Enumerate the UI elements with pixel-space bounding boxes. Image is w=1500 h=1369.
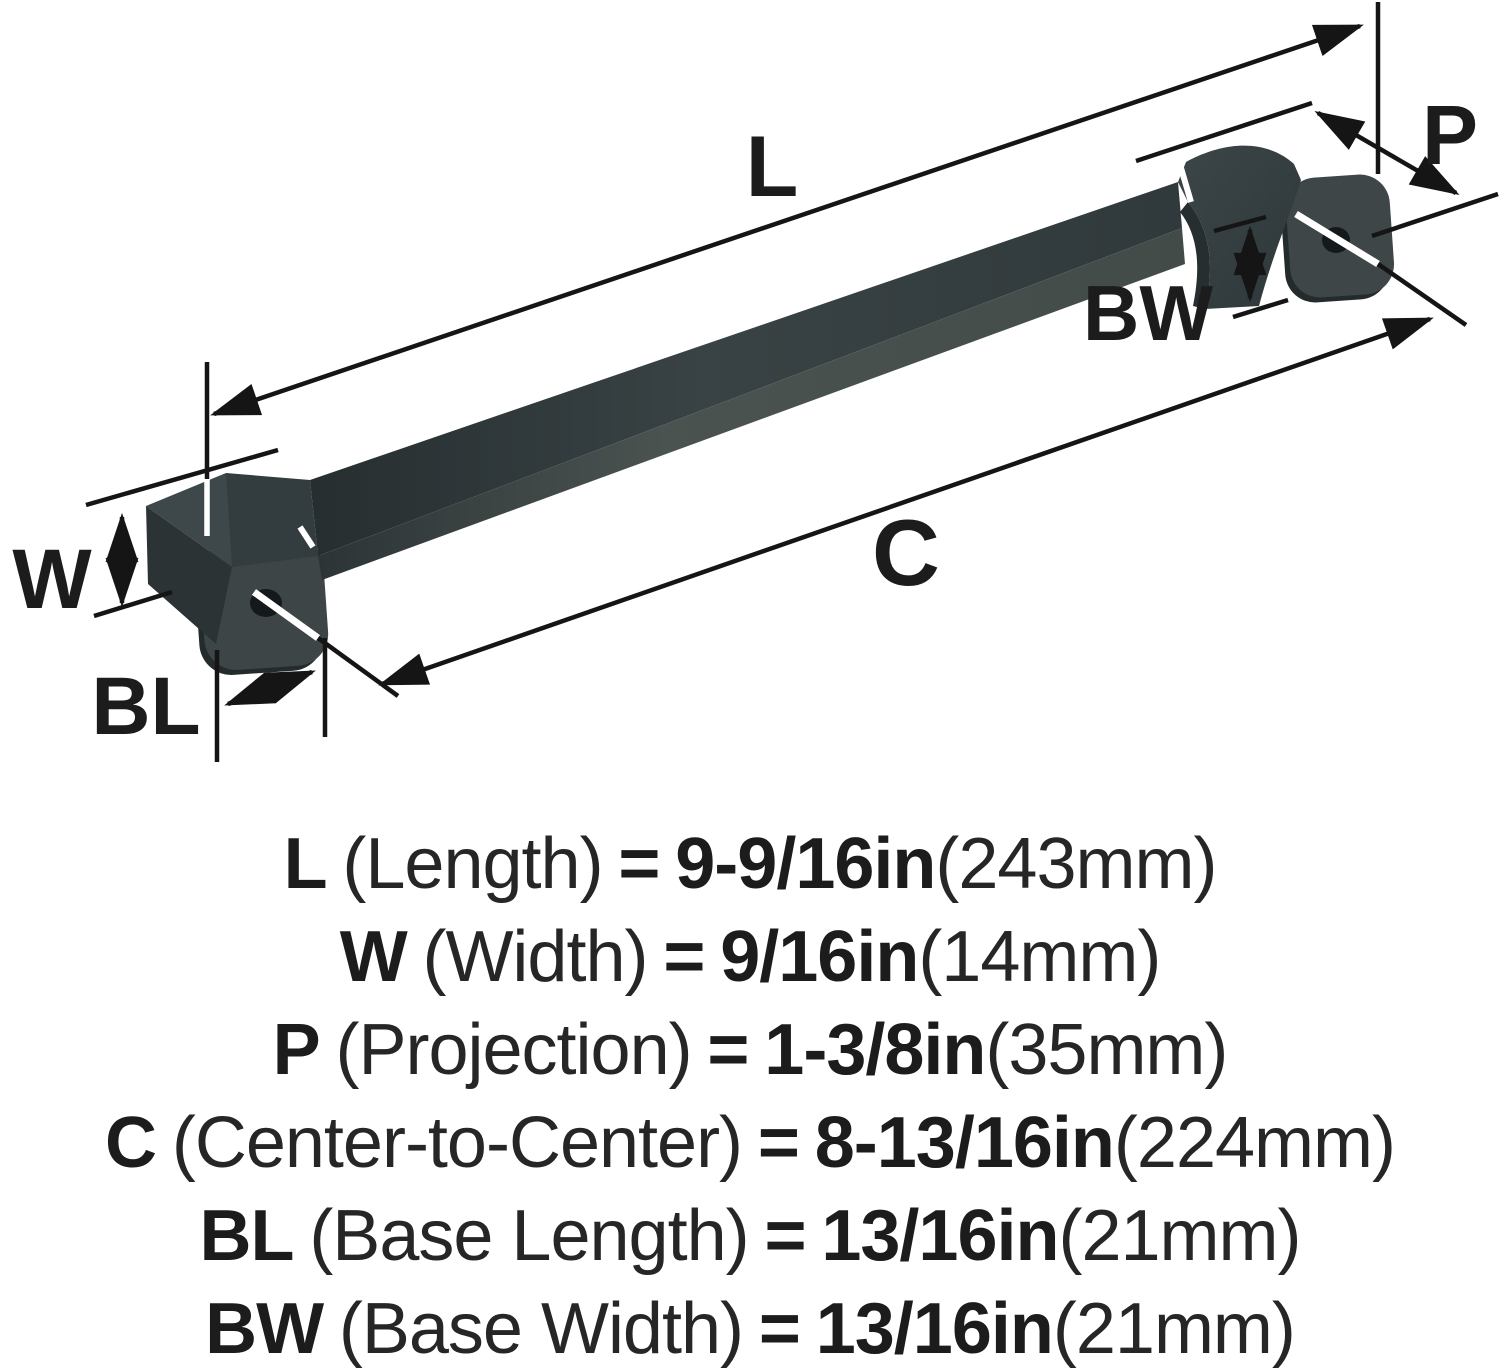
spec-row: L(Length)=9-9/16in(243mm) <box>0 818 1500 911</box>
dimension-lines <box>85 2 1499 762</box>
spec-row: P(Projection)=1-3/8in(35mm) <box>0 1004 1500 1097</box>
right-screw-axis <box>1376 262 1468 327</box>
spec-equals: = <box>707 1010 749 1090</box>
dimension-labels: L P BW C W BL <box>12 88 1478 752</box>
spec-abbr: C <box>105 1103 157 1183</box>
spec-equals: = <box>758 1289 801 1369</box>
left-screw-axis-white <box>251 589 321 641</box>
width-tick-bottom <box>93 589 173 619</box>
spec-abbr: BL <box>199 1196 295 1276</box>
left-joint-gap <box>297 525 316 549</box>
label-projection: P <box>1422 88 1478 182</box>
spec-value: 9/16in <box>720 917 919 997</box>
label-length: L <box>746 119 799 215</box>
projection-extension-top <box>1135 100 1313 164</box>
bar-top-face <box>310 182 1182 556</box>
base-width-tick-top <box>1213 214 1267 234</box>
spec-equals: = <box>618 824 660 904</box>
spec-name: (Projection) <box>335 1010 692 1090</box>
spec-row: C(Center-to-Center)=8-13/16in(224mm) <box>0 1097 1500 1190</box>
spec-row: W(Width)=9/16in(14mm) <box>0 911 1500 1004</box>
spec-name: (Base Length) <box>309 1196 749 1276</box>
spec-abbr: W <box>339 917 408 997</box>
center-dimension-line <box>378 316 1434 687</box>
spec-value: 8-13/16in <box>814 1103 1115 1183</box>
label-width: W <box>12 532 92 626</box>
base-width-tick-bottom <box>1232 297 1289 320</box>
spec-list: L(Length)=9-9/16in(243mm)W(Width)=9/16in… <box>0 818 1500 1369</box>
spec-row: BW(Base Width)=13/16in(21mm) <box>0 1283 1500 1369</box>
base-length-dimension-line <box>224 669 316 707</box>
handle-dimension-drawing: L P BW C W BL <box>12 2 1499 762</box>
spec-value: 13/16in <box>821 1196 1059 1276</box>
spec-name: (Center-to-Center) <box>171 1103 743 1183</box>
spec-abbr: L <box>283 824 328 904</box>
projection-extension-bottom <box>1371 191 1499 239</box>
spec-name: (Base Width) <box>338 1289 744 1369</box>
spec-metric: (14mm) <box>918 917 1161 997</box>
spec-metric: (243mm) <box>935 824 1217 904</box>
width-tick-top <box>85 447 279 508</box>
spec-metric: (21mm) <box>1052 1289 1296 1369</box>
spec-value: 9-9/16in <box>675 824 936 904</box>
spec-value: 13/16in <box>815 1289 1054 1369</box>
label-base-width: BW <box>1083 269 1213 357</box>
spec-equals: = <box>663 917 705 997</box>
label-base-length: BL <box>91 661 200 752</box>
bar-front-face <box>318 228 1185 580</box>
spec-name: (Length) <box>342 824 603 904</box>
spec-metric: (224mm) <box>1113 1103 1396 1183</box>
spec-metric: (21mm) <box>1058 1196 1301 1276</box>
left-foot-front <box>146 506 232 644</box>
left-foot-neck <box>226 473 318 567</box>
spec-name: (Width) <box>422 917 648 997</box>
spec-equals: = <box>757 1103 800 1183</box>
spec-equals: = <box>764 1196 806 1276</box>
spec-abbr: P <box>272 1010 321 1090</box>
left-screw-axis <box>316 636 400 698</box>
spec-row: BL(Base Length)=13/16in(21mm) <box>0 1190 1500 1283</box>
spec-metric: (35mm) <box>985 1010 1228 1090</box>
projection-dimension-line <box>1314 110 1460 196</box>
spec-value: 1-3/8in <box>764 1010 986 1090</box>
label-center: C <box>872 500 940 605</box>
spec-abbr: BW <box>205 1289 324 1369</box>
